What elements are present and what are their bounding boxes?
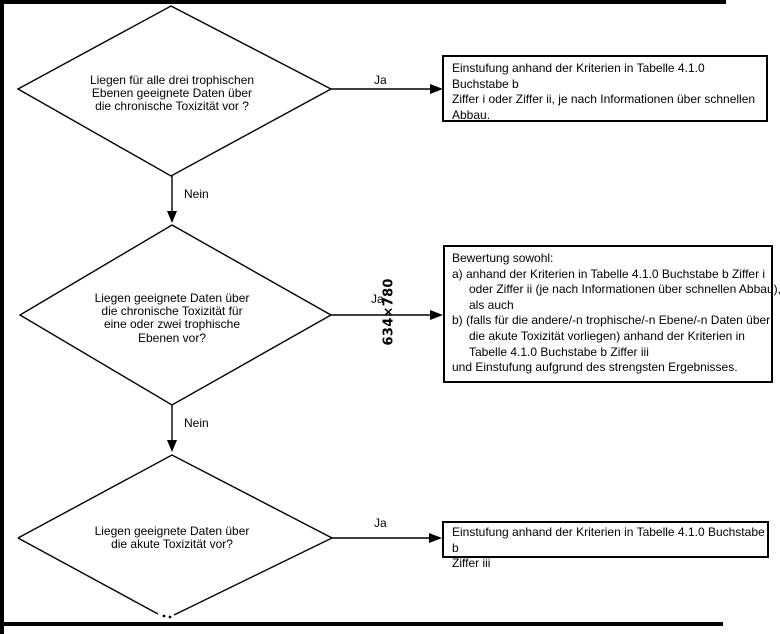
frame-border-left [0,0,4,634]
frame-border-bottom [0,622,723,626]
result-box-1-text: Einstufung anhand der Kriterien in Tabel… [452,61,756,122]
decision-2-text: Liegen geeignete Daten über die chronisc… [94,291,250,345]
result-box-3: Einstufung anhand der Kriterien in Tabel… [442,521,769,570]
diamond-3-dotted-tip [168,615,172,619]
diamond-3-dotted-tip [162,614,166,618]
result-box-2-line: oder Ziffer ii (je nach Informationen üb… [469,282,780,297]
result-box-2-line: als auch [469,297,514,312]
ja-arrow-2-head [430,310,443,320]
result-box-1: Einstufung anhand der Kriterien in Tabel… [442,55,768,122]
dimensions-watermark: 634×780 [381,278,397,346]
result-box-2-line: Bewertung sowohl: [452,251,554,265]
nein-arrow-2-head [167,440,177,452]
result-box-2-line: a) anhand der Kriterien in Tabelle 4.1.0… [452,266,766,281]
result-box-2-line: und Einstufung aufgrund des strengsten E… [452,360,738,375]
ja-label-2: Ja [371,292,384,306]
result-box-2-line: die akute Toxizität vorliegen) anhand de… [469,328,745,343]
frame-border-top [0,0,726,4]
decision-1-text: Liegen für alle drei trophischen Ebenen … [89,73,255,114]
decision-diamond-1 [16,5,333,177]
ja-arrow-3-head [429,533,442,543]
ja-arrow-1-head [430,84,443,94]
ja-label-1: Ja [374,73,387,87]
result-box-2-line: b) (falls für die andere/-n trophische/-… [452,313,771,328]
ja-label-3: Ja [374,516,387,530]
nein-label-2: Nein [184,416,209,430]
result-box-2: Bewertung sowohl: a) anhand der Kriterie… [443,245,780,383]
nein-arrow-1-head [167,211,177,223]
result-box-2-line: Tabelle 4.1.0 Buchstabe b Ziffer iii [469,344,649,359]
decision-3-text: Liegen geeignete Daten über die akute To… [94,524,250,552]
result-box-3-text: Einstufung anhand der Kriterien in Tabel… [452,525,765,571]
nein-label-1: Nein [184,187,209,201]
decision-diamond-3 [17,454,334,616]
